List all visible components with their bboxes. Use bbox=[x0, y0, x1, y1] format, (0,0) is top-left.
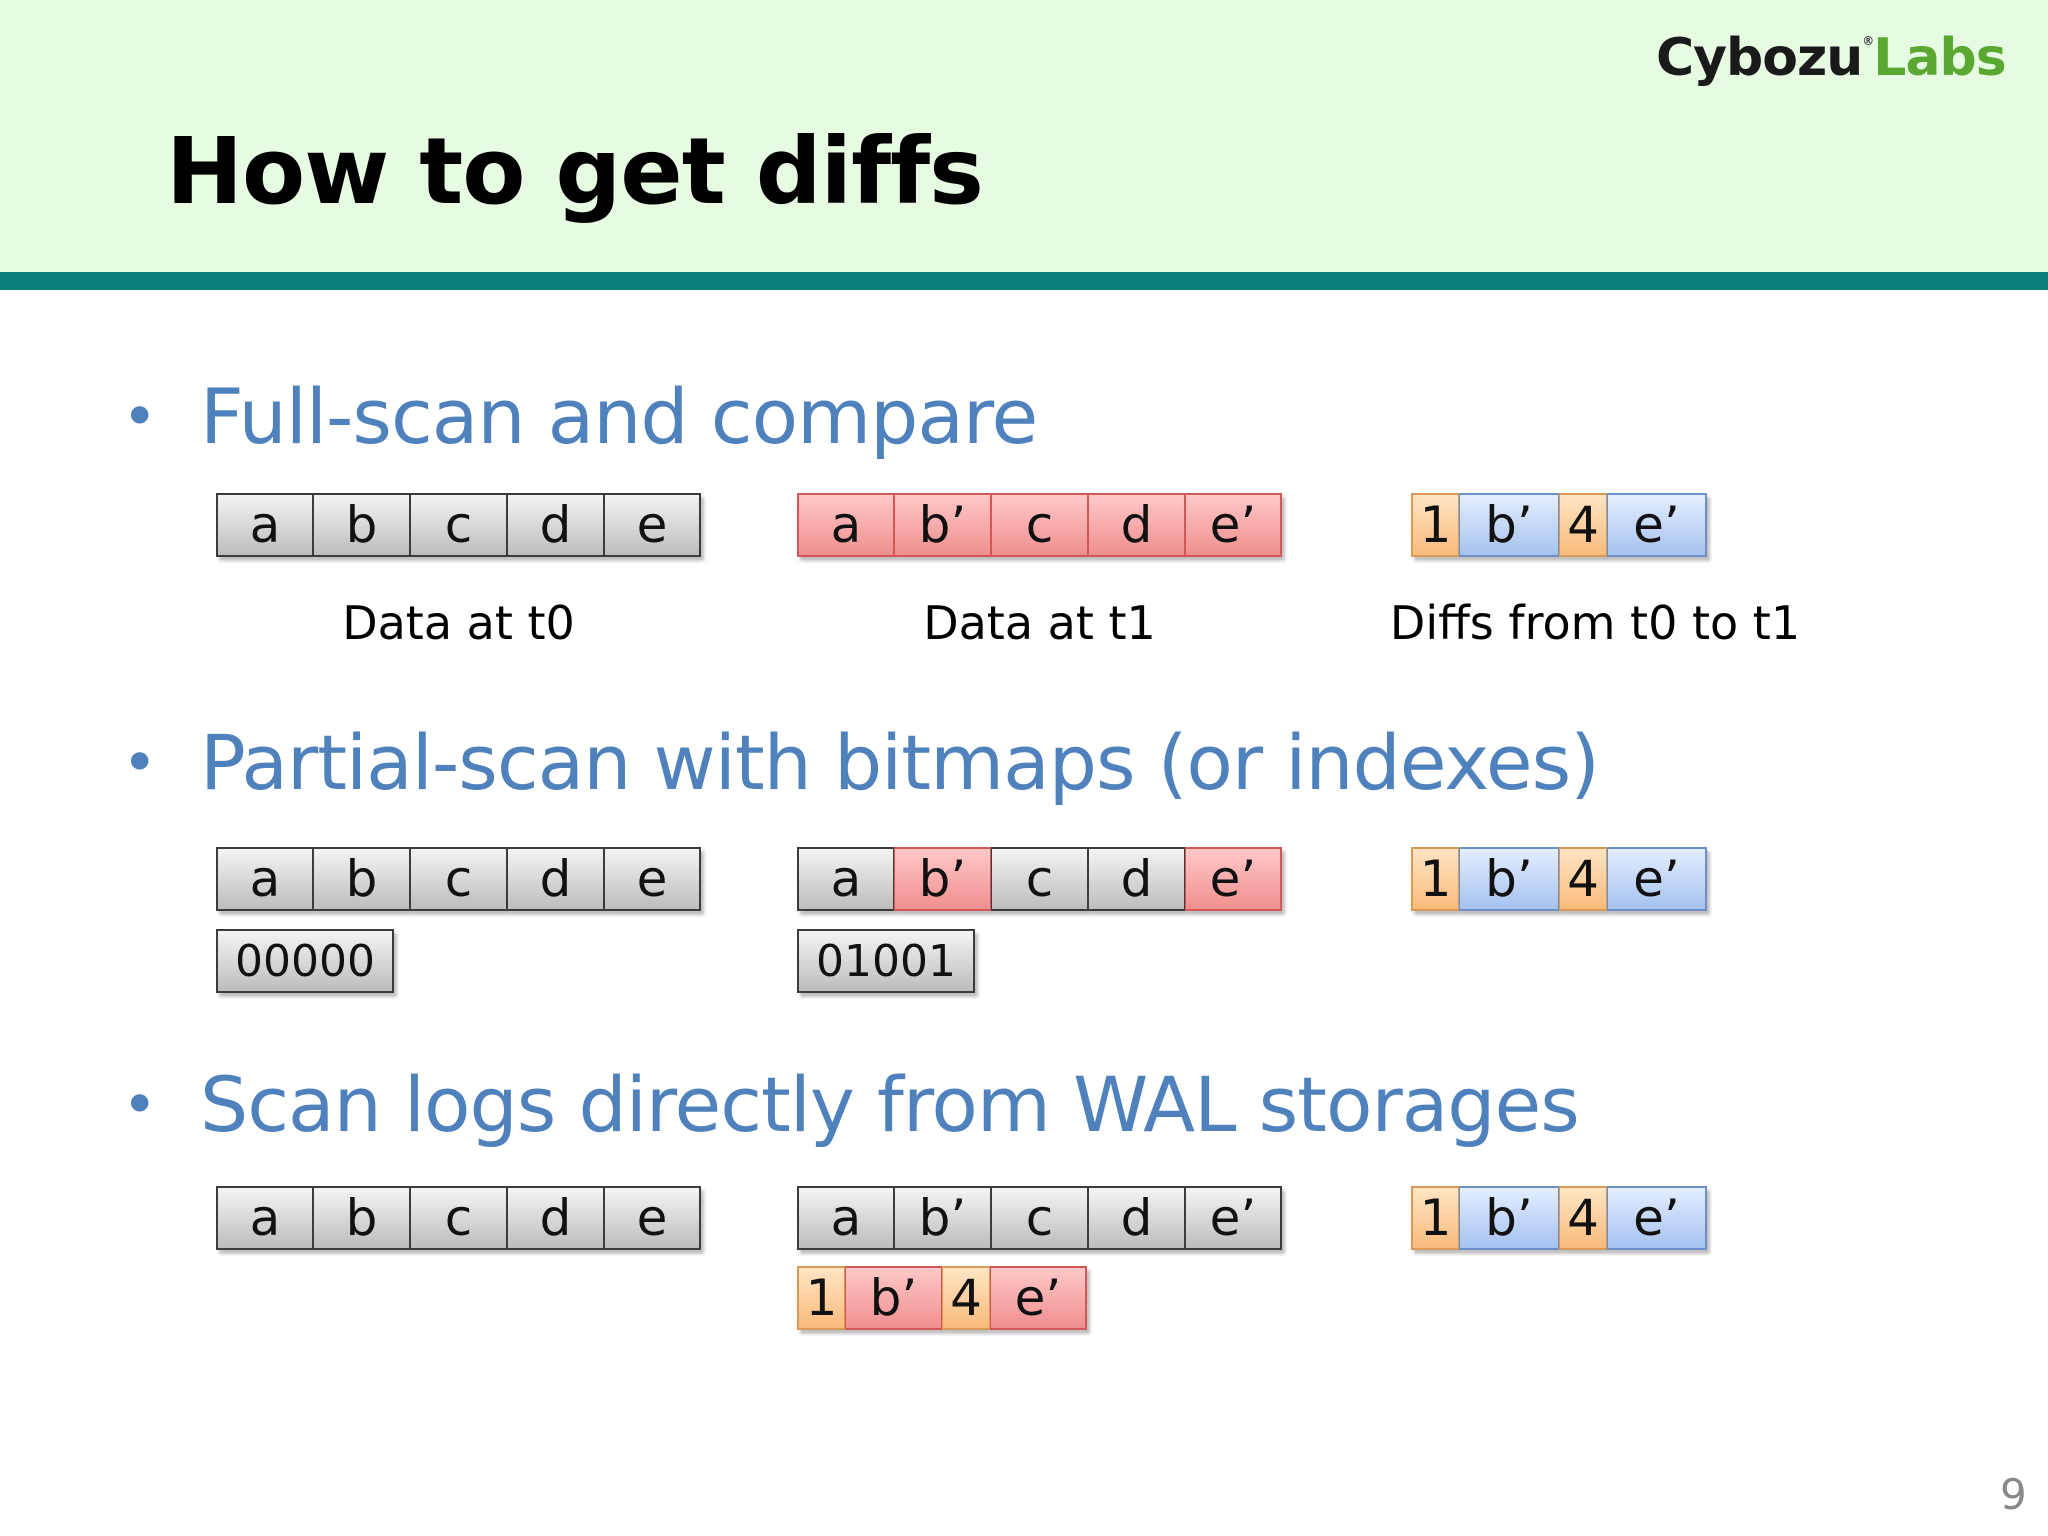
bitmap-data-t1-row: a b’ c d e’ bbox=[797, 847, 1282, 911]
data-cell: e bbox=[604, 1186, 701, 1250]
data-cell: c bbox=[410, 1186, 507, 1250]
data-cell: b bbox=[313, 847, 410, 911]
wal-data-t0-row: a b c d e bbox=[216, 1186, 701, 1250]
diff-index-cell: 1 bbox=[1411, 1186, 1459, 1250]
bullet-text: Full-scan and compare bbox=[200, 372, 1038, 461]
diff-value-cell: e’ bbox=[1607, 847, 1707, 911]
diff-index-cell: 4 bbox=[1559, 1186, 1607, 1250]
header-divider bbox=[0, 272, 2048, 290]
data-t1-row: a b’ c d e’ bbox=[797, 493, 1282, 557]
bullet-dot-icon: • bbox=[122, 382, 157, 452]
bitmap-t1: 01001 bbox=[797, 929, 975, 993]
wal-diffs-row: 1 b’ 4 e’ bbox=[1411, 1186, 1707, 1250]
diff-value-cell: e’ bbox=[1607, 493, 1707, 557]
diff-value-cell: e’ bbox=[1607, 1186, 1707, 1250]
data-cell: e’ bbox=[1185, 493, 1282, 557]
data-cell: c bbox=[991, 493, 1088, 557]
data-cell: e bbox=[604, 847, 701, 911]
logo-registered-mark: ® bbox=[1862, 34, 1874, 48]
bullet-partial-scan: • Partial-scan with bitmaps (or indexes) bbox=[122, 718, 1600, 807]
data-cell: b bbox=[313, 1186, 410, 1250]
bullet-text: Scan logs directly from WAL storages bbox=[200, 1060, 1580, 1149]
data-cell: b’ bbox=[894, 493, 991, 557]
diff-index-cell: 4 bbox=[1559, 493, 1607, 557]
logo-sub-text: Labs bbox=[1873, 28, 2006, 88]
data-cell: e’ bbox=[1185, 1186, 1282, 1250]
data-cell: a bbox=[797, 493, 894, 557]
data-cell: e’ bbox=[1185, 847, 1282, 911]
bullet-full-scan: • Full-scan and compare bbox=[122, 372, 1038, 461]
data-cell: a bbox=[216, 847, 313, 911]
caption-data-t0: Data at t0 bbox=[342, 596, 575, 650]
bitmap-t0: 00000 bbox=[216, 929, 394, 993]
diff-value-cell: b’ bbox=[1459, 493, 1559, 557]
wal-index-cell: 4 bbox=[942, 1266, 990, 1330]
diffs-row: 1 b’ 4 e’ bbox=[1411, 493, 1707, 557]
diff-value-cell: b’ bbox=[1459, 1186, 1559, 1250]
cybozu-labs-logo: Cybozu®Labs bbox=[1656, 28, 2007, 88]
wal-index-cell: 1 bbox=[797, 1266, 845, 1330]
data-cell: d bbox=[507, 847, 604, 911]
wal-data-t1-row: a b’ c d e’ bbox=[797, 1186, 1282, 1250]
data-cell: a bbox=[216, 1186, 313, 1250]
bullet-dot-icon: • bbox=[122, 1070, 157, 1140]
diff-value-cell: b’ bbox=[1459, 847, 1559, 911]
data-cell: d bbox=[1088, 1186, 1185, 1250]
caption-diffs: Diffs from t0 to t1 bbox=[1389, 596, 1801, 650]
caption-data-t1: Data at t1 bbox=[923, 596, 1156, 650]
wal-value-cell: e’ bbox=[990, 1266, 1087, 1330]
data-cell: d bbox=[1088, 847, 1185, 911]
logo-main-text: Cybozu bbox=[1656, 28, 1863, 88]
data-cell: c bbox=[991, 847, 1088, 911]
data-cell: d bbox=[1088, 493, 1185, 557]
slide-title: How to get diffs bbox=[166, 118, 984, 225]
bullet-text: Partial-scan with bitmaps (or indexes) bbox=[200, 718, 1600, 807]
data-cell: d bbox=[507, 1186, 604, 1250]
slide-header bbox=[0, 0, 2048, 272]
bullet-wal-scan: • Scan logs directly from WAL storages bbox=[122, 1060, 1580, 1149]
data-cell: c bbox=[410, 493, 507, 557]
wal-log-row: 1 b’ 4 e’ bbox=[797, 1266, 1087, 1330]
data-cell: b’ bbox=[894, 847, 991, 911]
diff-index-cell: 4 bbox=[1559, 847, 1607, 911]
data-cell: a bbox=[797, 847, 894, 911]
diff-index-cell: 1 bbox=[1411, 493, 1459, 557]
wal-value-cell: b’ bbox=[845, 1266, 942, 1330]
data-cell: c bbox=[991, 1186, 1088, 1250]
data-cell: e bbox=[604, 493, 701, 557]
data-cell: a bbox=[797, 1186, 894, 1250]
bitmap-data-t0-row: a b c d e bbox=[216, 847, 701, 911]
data-cell: d bbox=[507, 493, 604, 557]
data-cell: b’ bbox=[894, 1186, 991, 1250]
data-cell: c bbox=[410, 847, 507, 911]
data-cell: b bbox=[313, 493, 410, 557]
data-t0-row: a b c d e bbox=[216, 493, 701, 557]
bullet-dot-icon: • bbox=[122, 728, 157, 798]
page-number: 9 bbox=[2000, 1470, 2027, 1519]
diff-index-cell: 1 bbox=[1411, 847, 1459, 911]
bitmap-diffs-row: 1 b’ 4 e’ bbox=[1411, 847, 1707, 911]
data-cell: a bbox=[216, 493, 313, 557]
